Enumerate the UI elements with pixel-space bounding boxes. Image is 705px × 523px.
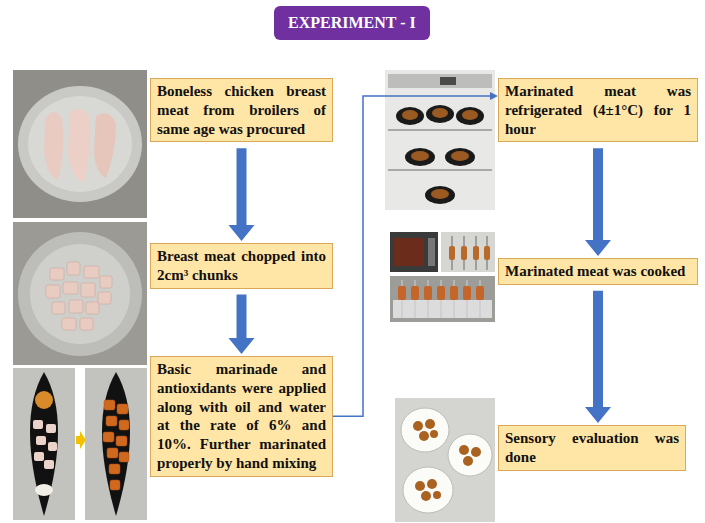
flow-arrow: [237, 148, 247, 225]
step-text: Marinated meat was cooked: [505, 262, 691, 281]
step-text: Breast meat chopped into 2cm³ chunks: [157, 247, 326, 285]
process-box: Breast meat chopped into 2cm³ chunks: [150, 243, 333, 289]
step-text: Marinated meat was refrigerated (4±1°C) …: [505, 82, 691, 138]
flow-arrow: [593, 291, 603, 407]
process-box: Sensory evaluation was done: [498, 425, 686, 471]
marinade-photo: [13, 368, 147, 520]
flow-arrow: [593, 148, 603, 240]
title-box: EXPERIMENT - I: [274, 6, 430, 40]
step-text: Boneless chicken breast meat from broile…: [157, 82, 326, 138]
process-box: Marinated meat was refrigerated (4±1°C) …: [498, 78, 698, 142]
step-text: Sensory evaluation was done: [505, 429, 679, 467]
sensory-photo: [395, 398, 495, 522]
step-text: Basic marinade and antioxidants were app…: [157, 360, 326, 473]
process-box: Boneless chicken breast meat from broile…: [150, 78, 333, 142]
flow-arrow: [333, 96, 490, 416]
process-box: Marinated meat was cooked: [498, 258, 698, 285]
cooking-photo: [390, 232, 495, 322]
process-box: Basic marinade and antioxidants were app…: [150, 356, 333, 477]
flow-arrow: [237, 295, 247, 339]
fridge-photo: [385, 70, 495, 210]
chunks-photo: [13, 222, 147, 365]
title: EXPERIMENT - I: [288, 14, 416, 32]
breast-photo: [13, 70, 147, 218]
